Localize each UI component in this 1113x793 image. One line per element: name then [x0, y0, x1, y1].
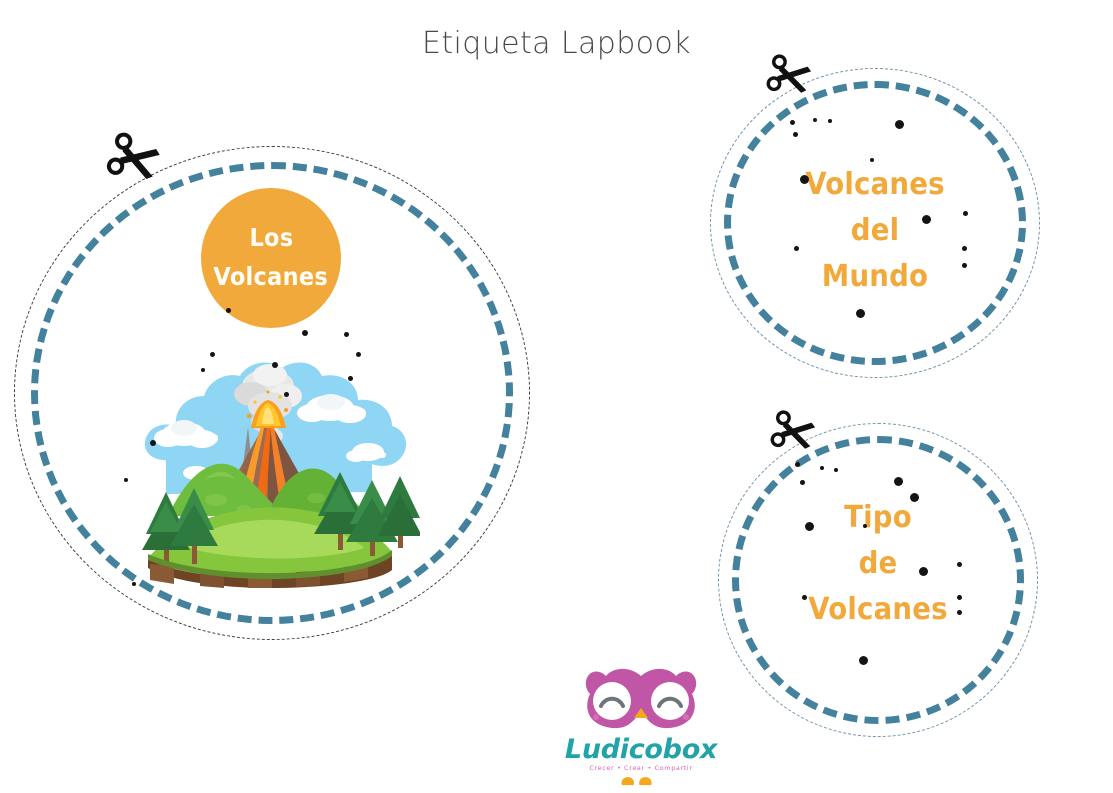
badge-line-2: Volcanes: [213, 262, 329, 291]
cut-line-outer: [718, 423, 1038, 737]
speckle: [284, 392, 289, 397]
speckle: [962, 263, 967, 268]
label-line-3: Volcanes: [808, 591, 948, 627]
speckle: [795, 462, 800, 467]
speckle: [863, 524, 868, 529]
speckle: [894, 477, 903, 486]
speckle: [790, 120, 796, 126]
label-line-1: Tipo: [844, 500, 912, 535]
circle-label-mundo: Volcanes del Mundo: [723, 162, 1027, 300]
speckle: [910, 493, 919, 502]
speckle: [210, 352, 216, 358]
speckle: [962, 246, 967, 251]
speckle: [828, 119, 832, 123]
speckle: [356, 352, 362, 358]
speckle: [132, 582, 137, 587]
speckle: [957, 610, 962, 615]
ludicobox-logo[interactable]: Ludicobox Crecer • Crear • Compartir: [556, 668, 726, 786]
scissors-icon: [101, 125, 172, 196]
cut-line-inner: [31, 162, 513, 624]
speckle: [919, 567, 928, 576]
cloud-small-right: [346, 443, 386, 462]
speckle: [834, 468, 838, 472]
speckle: [859, 656, 868, 665]
cloud-left: [154, 420, 218, 448]
logo-wordmark: Ludicobox: [564, 734, 718, 765]
page-title: Etiqueta Lapbook: [422, 26, 691, 61]
speckle: [794, 246, 799, 251]
speckle: [813, 118, 818, 123]
speckle: [957, 562, 962, 567]
soil-base: [148, 550, 392, 588]
tree-right-3: [378, 476, 422, 548]
speckle: [800, 175, 809, 184]
speckle: [272, 362, 278, 368]
owl-icon: [585, 668, 697, 729]
label-line-2: de: [858, 545, 898, 581]
speckle: [150, 440, 156, 446]
cut-line-inner: [732, 436, 1024, 724]
speckle: [870, 158, 874, 162]
speckle: [348, 376, 353, 381]
speckle: [805, 522, 814, 531]
tipo-de-volcanes-card[interactable]: Tipo de Volcanes: [718, 423, 1038, 737]
speckle: [802, 595, 807, 600]
label-line-1: Volcanes: [805, 167, 945, 202]
cut-line-inner: [724, 81, 1026, 365]
badge-line-1: Los: [248, 223, 293, 253]
circle-label-tipo: Tipo de Volcanes: [731, 495, 1025, 633]
tree-left-2: [170, 488, 218, 564]
scissors-icon: [760, 48, 828, 116]
speckle: [856, 309, 865, 318]
speckle: [793, 132, 798, 137]
speckle: [302, 330, 309, 337]
speckle: [820, 466, 825, 471]
speckle: [895, 120, 904, 129]
cloud-right: [297, 394, 366, 423]
scissors-icon: [764, 404, 832, 472]
label-line-3: Mundo: [821, 258, 929, 294]
title-badge: Los Volcanes: [201, 188, 341, 328]
speckle: [226, 308, 231, 313]
speckle: [344, 332, 350, 338]
speckle: [124, 478, 129, 483]
cut-line-outer: [14, 146, 530, 640]
label-line-2: del: [850, 212, 900, 248]
cut-line-outer: [710, 68, 1040, 378]
volcano-island-illustration: [120, 352, 422, 590]
volcanes-del-mundo-card[interactable]: Volcanes del Mundo: [710, 68, 1040, 378]
speckle: [800, 480, 805, 485]
logo-tagline: Crecer • Crear • Compartir: [589, 764, 693, 772]
speckle: [957, 595, 962, 600]
speckle: [201, 368, 206, 373]
speckle: [963, 211, 968, 216]
speckle: [922, 215, 931, 224]
owl-feet-icon: [621, 777, 652, 786]
los-volcanes-cover-card[interactable]: [14, 146, 530, 640]
